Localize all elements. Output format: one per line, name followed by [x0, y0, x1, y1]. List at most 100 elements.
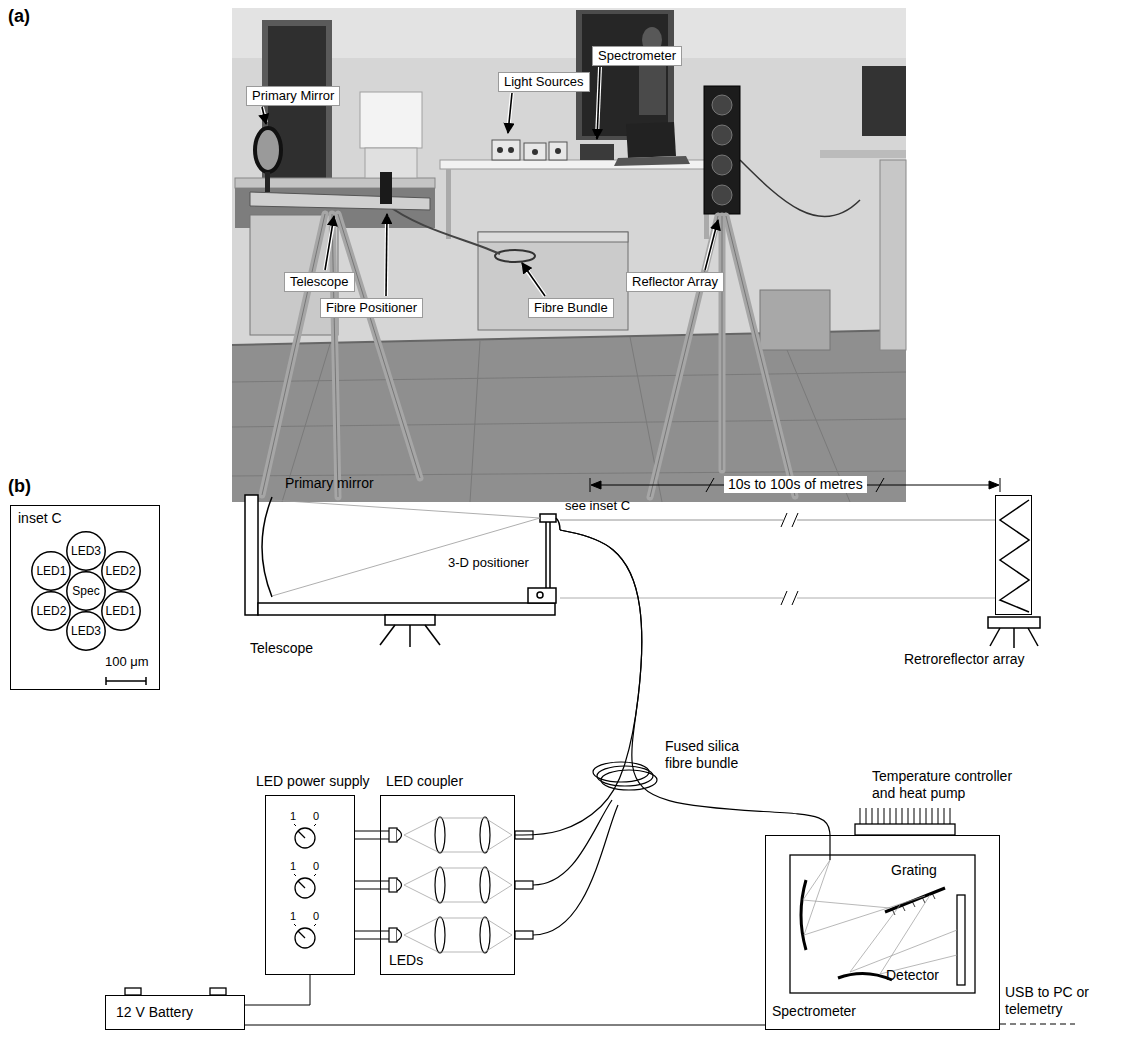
spectrometer-optics: [902, 905, 905, 911]
telescope-illustration: [409, 625, 411, 647]
break-mark: [781, 513, 787, 527]
lab-photo: [555, 148, 561, 154]
fibre-outline: [67, 572, 105, 610]
lab-photo: [232, 8, 906, 502]
break-mark: [781, 512, 798, 606]
power-supply-dial: [295, 928, 315, 948]
label-text: Light Sources: [504, 74, 584, 90]
lab-photo: [508, 147, 514, 153]
lab-photo: [262, 214, 420, 497]
battery-terminal: [125, 988, 141, 995]
spectrometer-optics: [866, 808, 867, 824]
part-label: Grating: [891, 862, 937, 879]
spectrometer-optics: [902, 808, 903, 824]
box-heading: LED power supply: [256, 773, 370, 790]
photo-label: Fibre Positioner: [320, 298, 423, 318]
lab-photo: [576, 10, 674, 140]
lab-photo: [232, 8, 906, 58]
callout-text: see inset C: [565, 498, 630, 514]
fibre-label: LED1: [106, 604, 136, 618]
lab-photo: [478, 232, 628, 330]
wire: [355, 889, 380, 890]
fibre-outline: [67, 612, 105, 650]
lab-photo: [760, 290, 830, 350]
power-supply-dial: [298, 931, 305, 938]
led-coupler-optics: [404, 818, 512, 852]
spectrometer-optics: [803, 860, 830, 900]
spectrometer-optics: [804, 860, 830, 935]
switch-mark: 0: [313, 860, 319, 873]
wire: [355, 931, 380, 932]
leader-arrow: [508, 93, 512, 133]
lab-photo: [726, 216, 795, 496]
spectrometer-optics: [801, 880, 806, 950]
power-supply-dial: [314, 824, 316, 826]
spectrometer-box: GratingDetectorSpectrometer: [765, 835, 1000, 1030]
telescope-illustration: [549, 522, 551, 588]
power-supply-dial: [298, 831, 305, 838]
led-coupler-optics: [404, 818, 512, 952]
wire: [355, 881, 380, 882]
spectrometer-optics: [885, 888, 945, 912]
spectrometer-optics: [890, 808, 891, 824]
leader-arrow: [522, 263, 545, 296]
led-coupler-optics: [480, 867, 490, 903]
label-text: Spectrometer: [598, 48, 676, 64]
led-coupler-optics: [404, 918, 512, 952]
scale-bar: [145, 677, 147, 685]
telescope-illustration: [545, 522, 547, 588]
part-label: LEDs: [389, 952, 423, 969]
fibre-core: LED1: [31, 551, 71, 591]
label-text: Telescope: [290, 274, 349, 290]
fibre-label: LED1: [36, 564, 66, 578]
dimension-arrow: [706, 478, 714, 492]
fibre-label: LED2: [106, 564, 136, 578]
fibre: [597, 766, 653, 786]
lab-photo: [580, 144, 614, 160]
lab-photo: [722, 216, 723, 470]
lab-photo: [262, 214, 325, 495]
scale-label: 100 μm: [105, 654, 149, 670]
switch-mark: 0: [313, 810, 319, 823]
lab-photo: [650, 216, 718, 497]
photo-label: Fibre Bundle: [528, 298, 614, 318]
lab-photo: [338, 214, 420, 478]
spectrometer-optics: [804, 896, 925, 935]
lab-photo: [862, 66, 906, 136]
dimension-arrow: [591, 481, 601, 489]
retroreflector-illustration: [1000, 500, 1029, 612]
lab-photo: [446, 169, 451, 239]
telescope-illustration: [245, 495, 560, 647]
lab-photo: [740, 160, 860, 217]
led-coupler-optics: [397, 929, 402, 941]
part-label: Fused silica fibre bundle: [665, 738, 765, 772]
wire: [355, 839, 380, 840]
lab-photo: [386, 204, 500, 254]
lab-photo: [265, 172, 270, 192]
leader-arrow: [386, 214, 387, 296]
part-label: Telescope: [250, 640, 313, 657]
fibre-outline: [32, 552, 70, 590]
fibre-core: Spec: [66, 571, 106, 611]
spectrometer-optics: [922, 897, 925, 903]
inset-panel: inset C100 μmLED3LED1LED2SpecLED2LED1LED…: [10, 505, 160, 690]
retroreflector-illustration: [1013, 628, 1015, 648]
box-heading: Spectrometer: [772, 1003, 856, 1020]
spectrometer-optics: [932, 893, 935, 899]
light-ray: [272, 500, 995, 598]
light-ray: [560, 598, 995, 599]
led-coupler-optics: [435, 867, 445, 903]
wire: [380, 889, 389, 890]
spectrometer-optics: [926, 808, 927, 824]
dimension-label: 10s to 100s of metres: [724, 476, 867, 493]
power-cable: [245, 1025, 765, 1026]
label-text: Fibre Positioner: [326, 300, 417, 316]
spectrometer-optics: [920, 808, 921, 824]
fibre-core: LED1: [101, 591, 141, 631]
wire: [355, 831, 380, 832]
lab-photo: [478, 232, 628, 242]
lab-photo: [380, 172, 392, 204]
